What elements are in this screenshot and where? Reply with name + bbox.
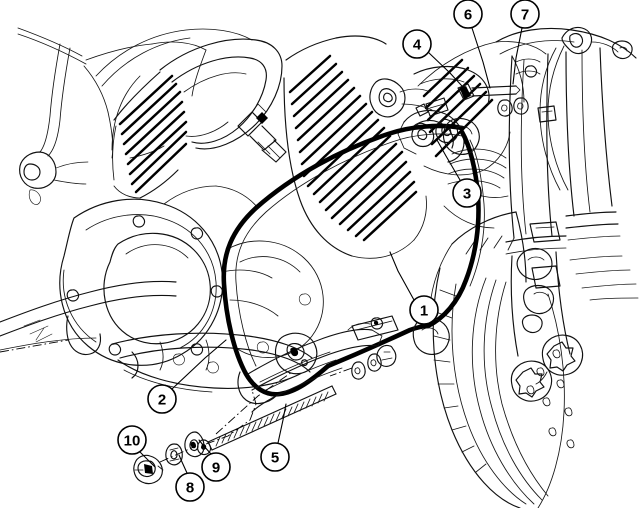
callout-label-5: 5 [271, 450, 279, 467]
callout-circle-1 [409, 295, 439, 325]
callout-9[interactable]: 9 [201, 452, 231, 482]
callout-circle-10 [117, 425, 147, 455]
callout-label-7: 7 [521, 7, 529, 24]
assembly-axis-lines [0, 339, 353, 463]
callout-circle-2 [147, 384, 177, 414]
callout-8[interactable]: 8 [175, 472, 205, 502]
callout-label-1: 1 [420, 303, 428, 320]
callout-1[interactable]: 1 [409, 295, 439, 325]
callout-leader-9 [198, 439, 212, 455]
hardware-at-bar-foot [351, 344, 397, 380]
callout-leader-7 [512, 27, 523, 85]
callout-circle-6 [453, 0, 483, 29]
cover-bolts [66, 215, 224, 356]
callout-leaders [139, 27, 523, 474]
callout-label-6: 6 [464, 7, 472, 24]
lower-mount-bracket [237, 322, 383, 405]
callout-leader-1 [389, 251, 415, 301]
callout-circle-7 [510, 0, 540, 29]
callout-leader-5 [277, 403, 287, 444]
callout-label-9: 9 [212, 460, 220, 477]
crankcase-clutch-cover [59, 185, 279, 366]
callout-7[interactable]: 7 [510, 0, 540, 29]
callout-4[interactable]: 4 [402, 29, 432, 59]
callout-label-8: 8 [186, 480, 194, 497]
bar-foot-fixing [351, 315, 399, 341]
callout-label-4: 4 [413, 37, 422, 54]
callout-2[interactable]: 2 [147, 384, 177, 414]
upper-mount-bracket [369, 65, 529, 118]
frame-rail-group [17, 27, 153, 205]
callout-6[interactable]: 6 [453, 0, 483, 29]
callout-circle-9 [201, 452, 231, 482]
callout-10[interactable]: 10 [117, 425, 147, 455]
callout-circle-4 [402, 29, 432, 59]
callout-5[interactable]: 5 [260, 442, 290, 472]
engine-guard-bar [221, 117, 485, 413]
airbox-cover-group [95, 28, 253, 159]
callout-leader-8 [178, 454, 188, 474]
caliper-bolt-heads [510, 334, 584, 402]
callout-label-10: 10 [124, 433, 141, 450]
callout-circle-5 [260, 442, 290, 472]
callout-markers: 1 2 3 4 5 6 7 8 9 10 [117, 0, 540, 502]
callout-leader-3 [436, 139, 461, 181]
exhaust-header-pipe [0, 280, 177, 356]
front-fork-leg [495, 26, 639, 357]
callout-leader-4 [427, 51, 463, 87]
callout-3[interactable]: 3 [452, 178, 482, 208]
callout-leader-10 [139, 451, 156, 468]
callout-label-2: 2 [158, 392, 166, 409]
callout-circle-3 [452, 178, 482, 208]
spark-plug-connector [237, 103, 287, 163]
callout-leader-6 [471, 27, 491, 89]
callout-circle-8 [175, 472, 205, 502]
callout-label-3: 3 [463, 186, 471, 203]
front-cylinder-head [112, 38, 283, 199]
callout-leader-2 [171, 339, 227, 390]
rear-cylinder-fins [283, 35, 427, 259]
